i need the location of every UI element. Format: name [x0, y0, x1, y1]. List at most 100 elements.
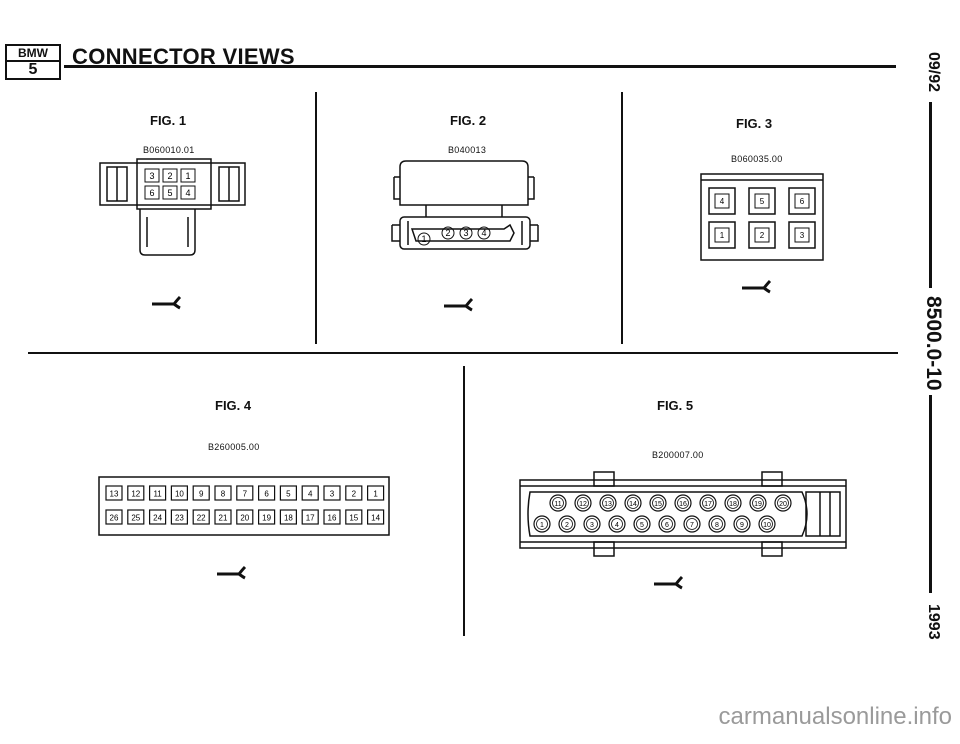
- fig5-pin-circle: [649, 494, 667, 512]
- fig2-connector-drawing: 1 2 3 4: [391, 160, 539, 250]
- fig5-pin-inner: [777, 497, 789, 509]
- fig5-pin-circle: [733, 515, 751, 533]
- fig5-pin-circle: [758, 515, 776, 533]
- fig4-pin-label: 12: [131, 490, 140, 499]
- fig4-pin-label: 21: [219, 514, 228, 523]
- fig5-pin-inner: [677, 497, 689, 509]
- fig3-pin-label: 4: [720, 197, 725, 206]
- fig4-pin-box: [148, 509, 167, 525]
- fig5-pin-label: 13: [604, 501, 612, 508]
- fig4-pin-box: [105, 509, 123, 525]
- fig4-pin-box: [345, 509, 363, 525]
- fig5-pin-inner: [711, 518, 723, 530]
- fig5-pin-inner: [702, 497, 714, 509]
- watermark-text: carmanualsonline.info: [718, 703, 952, 730]
- fig3-pin-grid: 4 5 6 1 2 3: [708, 187, 816, 249]
- fig5-part-number: B200007.00: [652, 450, 704, 460]
- fig4-pin-box: [236, 485, 254, 501]
- fig5-pin-circle: [549, 494, 567, 512]
- fig5-pin-inner: [561, 518, 573, 530]
- fig4-pin-box: [105, 485, 123, 501]
- fig4-pin-label: 9: [199, 490, 204, 499]
- side-year-label: 1993: [925, 604, 942, 640]
- fig5-pin-label: 19: [754, 501, 762, 508]
- fig5-pin-circle: [533, 515, 551, 533]
- fig4-pin-box: [170, 509, 189, 525]
- fig5-pin-inner: [586, 518, 598, 530]
- fig4-pin-box: [127, 485, 145, 501]
- fig1-pin-row-top: 3 2 1: [144, 168, 196, 183]
- fig5-pin-inner: [736, 518, 748, 530]
- fig5-pin-label: 11: [554, 501, 561, 508]
- side-section-label: 8500.0-10: [922, 296, 945, 391]
- fig4-pin-label: 1: [373, 490, 378, 499]
- fig5-view-arrow-icon: [654, 575, 684, 590]
- fig5-pin-inner: [761, 518, 773, 530]
- fig5-pin-circle: [774, 494, 792, 512]
- fig4-pin-label: 4: [308, 490, 313, 499]
- fig5-pin-label: 3: [590, 522, 594, 529]
- fig4-pin-box: [214, 509, 232, 525]
- fig3-part-number: B060035.00: [731, 154, 783, 164]
- fig3-connector-drawing: 4 5 6 1 2 3: [700, 173, 824, 261]
- fig4-pin-box: [367, 485, 385, 501]
- fig5-pin-label: 6: [665, 522, 669, 529]
- fig3-view-arrow-icon: [742, 279, 772, 294]
- fig5-pin-circle: [708, 515, 726, 533]
- fig5-pin-label: 5: [640, 522, 644, 529]
- fig3-pin-label: 5: [760, 197, 765, 206]
- fig5-pin-label: 17: [704, 501, 712, 508]
- fig4-pin-box: [345, 485, 363, 501]
- fig5-pin-label: 1: [540, 522, 544, 529]
- fig5-pin-inner: [727, 497, 739, 509]
- fig5-pin-circle: [658, 515, 676, 533]
- fig4-pin-label: 3: [330, 490, 335, 499]
- fig1-pin-label: 3: [149, 171, 154, 181]
- fig2-view-arrow-icon: [444, 297, 474, 312]
- fig4-pin-label: 8: [221, 490, 226, 499]
- fig4-pin-box: [258, 509, 276, 525]
- fig5-pin-label: 12: [579, 501, 587, 508]
- fig4-pin-label: 26: [110, 514, 119, 523]
- fig4-pin-label: 14: [371, 514, 380, 523]
- fig5-pin-label: 18: [729, 501, 737, 508]
- fig5-pin-circle: [583, 515, 601, 533]
- fig1-view-arrow-icon: [152, 295, 182, 310]
- fig5-pin-circle: [724, 494, 742, 512]
- fig4-pin-label: 18: [284, 514, 293, 523]
- logo-brand-text: BMW: [7, 46, 59, 62]
- fig2-pin-label: 1: [421, 234, 426, 244]
- bmw-5-series-logo: BMW 5: [5, 44, 61, 80]
- fig5-pin-circle: [699, 494, 717, 512]
- side-rule-2: [929, 395, 932, 593]
- fig1-pin-label: 5: [167, 188, 172, 198]
- fig5-pin-label: 14: [629, 501, 637, 508]
- fig5-pin-label: 2: [565, 522, 569, 529]
- fig4-pin-label: 10: [175, 490, 184, 499]
- divider-vertical-2: [621, 92, 623, 344]
- fig4-label: FIG. 4: [215, 398, 252, 413]
- fig5-pin-inner: [652, 497, 664, 509]
- fig4-pin-box: [148, 485, 167, 501]
- fig4-pin-box: [236, 509, 254, 525]
- fig5-pin-label: 4: [615, 522, 619, 529]
- fig5-pin-circle: [599, 494, 617, 512]
- fig5-pin-circle: [558, 515, 576, 533]
- fig5-pin-label: 7: [690, 522, 694, 529]
- fig5-pin-inner: [552, 497, 564, 509]
- fig5-pin-inner: [752, 497, 764, 509]
- fig5-pin-label: 10: [763, 522, 771, 529]
- fig4-pin-label: 22: [197, 514, 206, 523]
- fig3-pin-label: 6: [800, 197, 805, 206]
- fig5-label: FIG. 5: [657, 398, 694, 413]
- fig5-pin-label: 9: [740, 522, 744, 529]
- divider-vertical-3: [463, 366, 465, 636]
- fig1-connector-drawing: 3 2 1 6 5 4: [99, 158, 246, 256]
- fig1-label: FIG. 1: [150, 113, 187, 128]
- fig4-pin-box: [214, 485, 232, 501]
